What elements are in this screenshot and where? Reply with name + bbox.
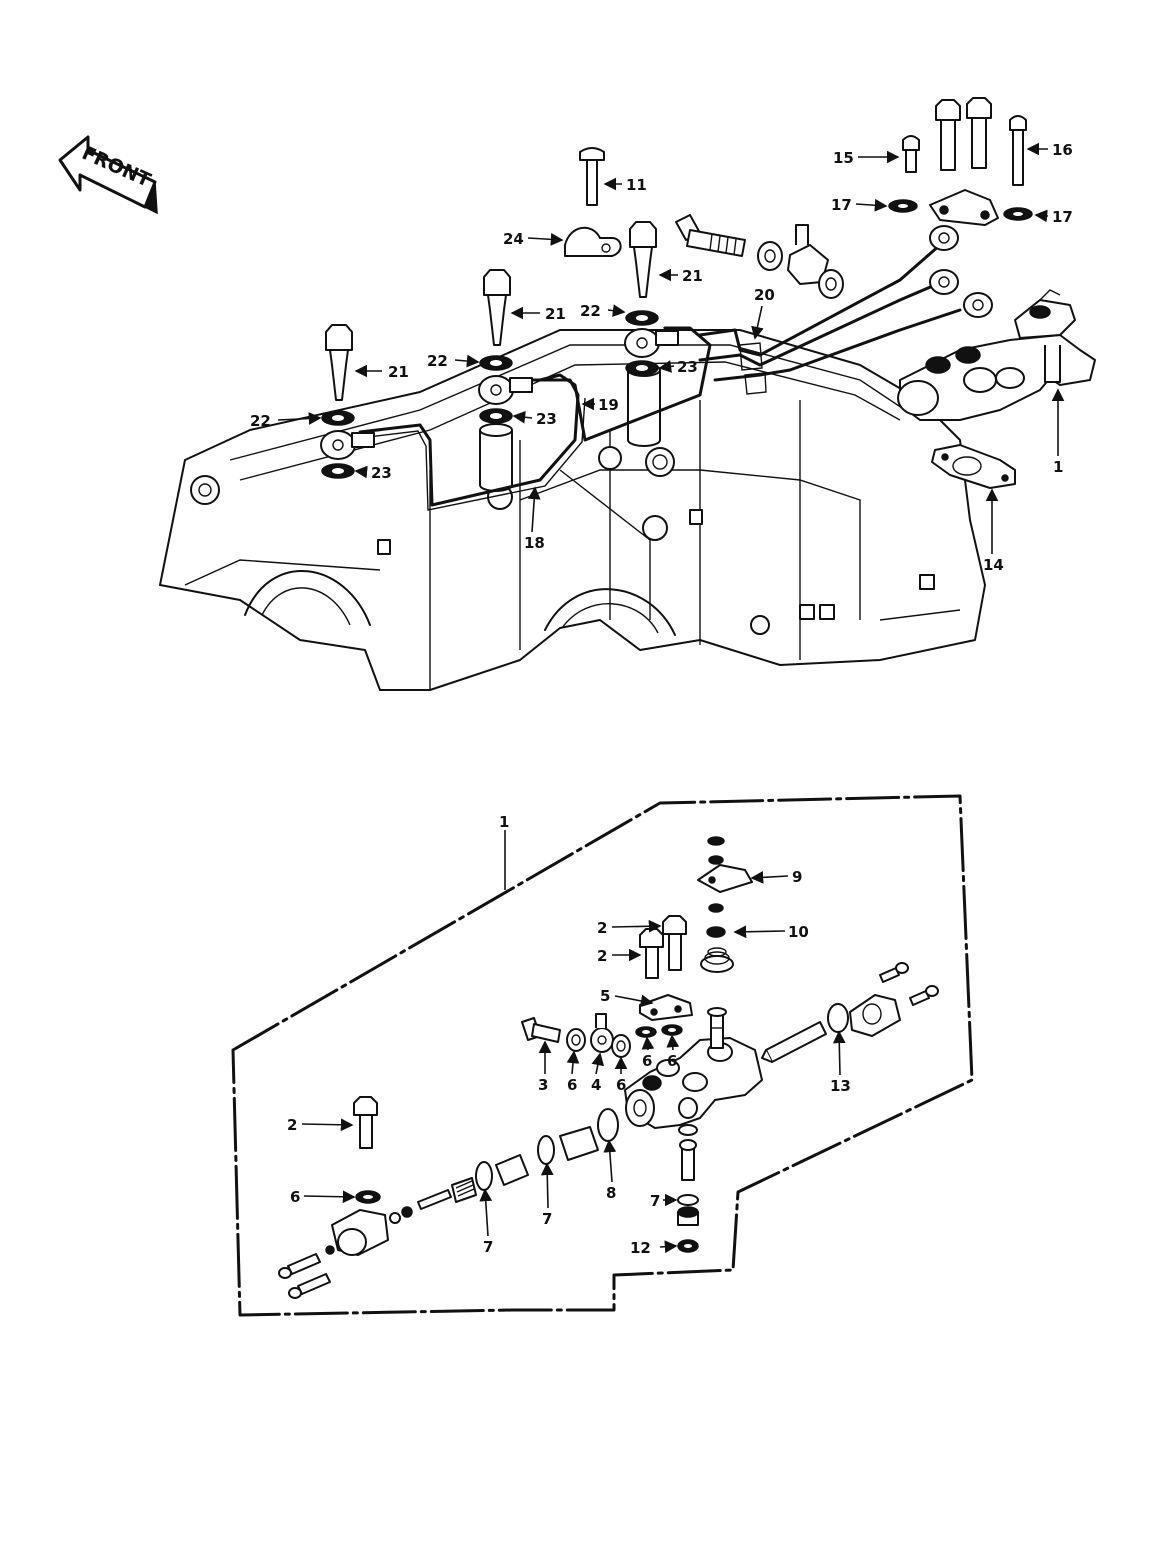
callout-8: 8 <box>606 1184 616 1202</box>
callout-23: 23 <box>371 464 392 482</box>
pipe-clamp-24 <box>564 226 622 257</box>
callout-21: 21 <box>545 305 566 323</box>
callout-4: 4 <box>591 1076 601 1094</box>
callout-3: 3 <box>538 1076 548 1094</box>
copper-washers <box>321 310 659 479</box>
callout-21: 21 <box>682 267 703 285</box>
callout-11: 11 <box>626 176 647 194</box>
callout-7: 7 <box>542 1210 552 1228</box>
callout-6: 6 <box>616 1076 626 1094</box>
callout-6: 6 <box>642 1052 652 1070</box>
callout-20: 20 <box>754 286 775 304</box>
callout-13: 13 <box>830 1077 851 1095</box>
mounting-bolts <box>902 97 1027 186</box>
callout-7: 7 <box>650 1192 660 1210</box>
callout-22: 22 <box>250 412 271 430</box>
pipe-ring-fittings <box>929 225 993 318</box>
callout-5: 5 <box>600 987 610 1005</box>
callout-1: 1 <box>499 813 509 831</box>
callout-2: 2 <box>597 947 607 965</box>
oil-pipes <box>358 243 962 511</box>
callout-6: 6 <box>667 1052 677 1070</box>
pump-outlet-bolt <box>675 214 844 299</box>
callout-22: 22 <box>580 302 601 320</box>
callout-21: 21 <box>388 363 409 381</box>
callout-7: 7 <box>483 1238 493 1256</box>
callout-22: 22 <box>427 352 448 370</box>
callout-2: 2 <box>287 1116 297 1134</box>
oil-pump-assembly <box>897 289 1096 421</box>
callout-14: 14 <box>983 556 1004 574</box>
callout-16: 16 <box>1052 141 1073 159</box>
callout-12: 12 <box>630 1239 651 1257</box>
front-direction-arrow-icon: FRONT <box>58 135 158 215</box>
callout-18: 18 <box>524 534 545 552</box>
upper-callouts: 11 24 21 21 21 22 22 22 23 23 23 19 18 2… <box>250 141 1073 574</box>
callout-2: 2 <box>597 919 607 937</box>
callout-6: 6 <box>290 1188 300 1206</box>
washers-and-lock-plate <box>888 189 1033 226</box>
oil-pump-exploded-view <box>231 794 974 1317</box>
callout-23: 23 <box>536 410 557 428</box>
callout-19: 19 <box>598 396 619 414</box>
callout-17: 17 <box>1052 208 1073 226</box>
callout-15: 15 <box>833 149 854 167</box>
callout-10: 10 <box>788 923 809 941</box>
banjo-fittings <box>320 328 679 460</box>
banjo-bolts <box>325 221 657 401</box>
callout-1: 1 <box>1053 458 1063 476</box>
callout-9: 9 <box>792 868 802 886</box>
lower-leader-lines <box>301 830 846 1254</box>
upper-leader-lines <box>277 142 1065 554</box>
callout-23: 23 <box>677 358 698 376</box>
pump-gasket-14 <box>931 444 1016 489</box>
callout-24: 24 <box>503 230 524 248</box>
screw-11 <box>579 147 605 206</box>
lower-callouts: 1 9 10 2 2 2 5 3 6 4 6 6 6 6 7 7 7 8 12 … <box>287 813 851 1257</box>
callout-17: 17 <box>831 196 852 214</box>
callout-6: 6 <box>567 1076 577 1094</box>
